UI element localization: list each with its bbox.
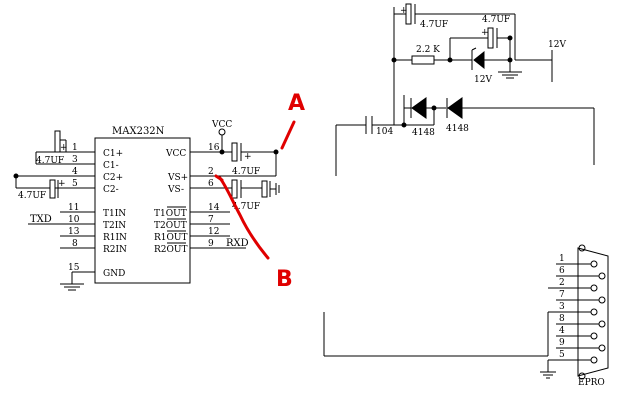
power-circuit: + 4.7UF 4.7UF + 2.2 K 12V 12V: [335, 3, 595, 176]
ic-pin-label-c1m: C1-: [103, 161, 119, 171]
ic-pin-num-13: 13: [68, 227, 80, 237]
txd-label: TXD: [30, 214, 52, 225]
ic-pin-label-vsp: VS+: [167, 173, 188, 183]
annotation-a: A: [288, 91, 305, 116]
capacitor-vcc: [231, 142, 238, 162]
connector-pin-2: 2: [559, 278, 565, 288]
connector-pin-3: 3: [559, 302, 565, 312]
zener-value: 12V: [474, 75, 492, 85]
ic-pin-label-c2m: C2-: [103, 185, 119, 195]
ic-pin-num-10: 10: [68, 215, 80, 225]
capacitor-second: [487, 27, 494, 49]
ic-pin-label-t1out: T1OUT: [154, 209, 187, 219]
resistor-2k2: [411, 55, 435, 65]
ic-pin-label-gnd: GND: [103, 269, 125, 279]
annotation-b: B: [276, 267, 293, 292]
max232-ic: MAX232N C1+ C1- C2+ C2- T1IN T2IN R1IN R…: [16, 126, 276, 284]
connector-shell: [577, 247, 609, 377]
connector-pin-4: 4: [559, 326, 565, 336]
cap-vcc-plus: +: [244, 152, 252, 162]
ic-pin-num-1: 1: [72, 143, 78, 153]
connector-pin-6: 6: [559, 266, 565, 276]
ic-pin-num-12: 12: [208, 227, 219, 237]
ic-pin-label-t2out: T2OUT: [154, 221, 187, 231]
ic-pin-num-6: 6: [208, 179, 214, 189]
capacitor-c2: [49, 179, 56, 199]
resistor-value: 2.2 K: [416, 45, 440, 55]
ic-pin-label-c1p: C1+: [103, 149, 123, 159]
ic-pin-label-r1out: R1OUT: [154, 233, 187, 243]
ic-pin-num-14: 14: [208, 203, 220, 213]
annotation-a-arrow: [280, 120, 296, 150]
ic-body: [94, 137, 191, 284]
ic-pin-num-11: 11: [68, 203, 79, 213]
ic-name: MAX232N: [112, 126, 165, 137]
capacitor-vsm: [231, 179, 238, 199]
annotation-b-arrow: [218, 176, 270, 260]
ic-pin-num-15: 15: [68, 263, 80, 273]
ic-pin-label-vcc: VCC: [165, 149, 186, 159]
ic-pin-label-r2in: R2IN: [103, 245, 127, 255]
ic-pin-num-16: 16: [208, 143, 220, 153]
connector-pin-7: 7: [559, 290, 565, 300]
cap-vsm-value: 4.7UF: [232, 202, 260, 212]
left-circuit: + 4.7UF + 4.7UF TXD: [13, 130, 84, 291]
connector-label: EPRO: [578, 378, 605, 388]
right-circuit: VCC + 4.7UF 4.7UF RXD: [211, 120, 280, 249]
cap-top-value: 4.7UF: [420, 20, 448, 30]
ic-pin-label-t1in: T1IN: [103, 209, 126, 219]
connector-pin-9: 9: [559, 338, 565, 348]
ic-pin-label-r1in: R1IN: [103, 233, 127, 243]
ic-pin-label-c2p: C2+: [103, 173, 123, 183]
ic-pin-label-r2out: R2OUT: [154, 245, 187, 255]
diode-1: [411, 97, 427, 119]
cap-c2-value: 4.7UF: [18, 191, 46, 201]
ic-pin-num-4: 4: [72, 167, 78, 177]
zener-diode: [473, 50, 485, 70]
capacitor-top: [405, 3, 412, 25]
diode2-value: 4148: [446, 124, 469, 134]
cap-top-plus: +: [400, 6, 408, 16]
cap-c1-value: 4.7UF: [36, 156, 64, 166]
ic-pin-num-2: 2: [208, 167, 214, 177]
ic-pin-num-3: 3: [72, 155, 78, 165]
cap-c1-plus: +: [60, 143, 68, 153]
connector-pin-5: 5: [559, 350, 565, 360]
capacitor-vsp: [261, 180, 268, 198]
diode-2: [447, 97, 463, 119]
ic-pin-label-t2in: T2IN: [103, 221, 126, 231]
cap-second-value: 4.7UF: [482, 15, 510, 25]
cap-vcc-value: 4.7UF: [232, 167, 260, 177]
ic-pin-num-9: 9: [208, 239, 214, 249]
ic-pin-num-8: 8: [72, 239, 78, 249]
annotations: A B: [214, 91, 305, 292]
vcc-label: VCC: [211, 120, 232, 130]
rxd-label: RXD: [226, 238, 249, 249]
ic-pin-label-vsm: VS-: [167, 185, 184, 195]
connector-pin-1: 1: [559, 254, 565, 264]
connector-pin-8: 8: [559, 314, 565, 324]
diode1-value: 4148: [412, 128, 435, 138]
ic-pin-num-5: 5: [72, 179, 78, 189]
cap-104-value: 104: [376, 127, 393, 137]
cap-c2-plus: +: [58, 179, 66, 189]
ic-pin-num-7: 7: [208, 215, 214, 225]
cap-second-plus: +: [481, 28, 489, 38]
supply-label: 12V: [548, 40, 566, 50]
serial-connector: 1 6 2 7 3 8 4 9 5 EPRO: [323, 244, 609, 388]
